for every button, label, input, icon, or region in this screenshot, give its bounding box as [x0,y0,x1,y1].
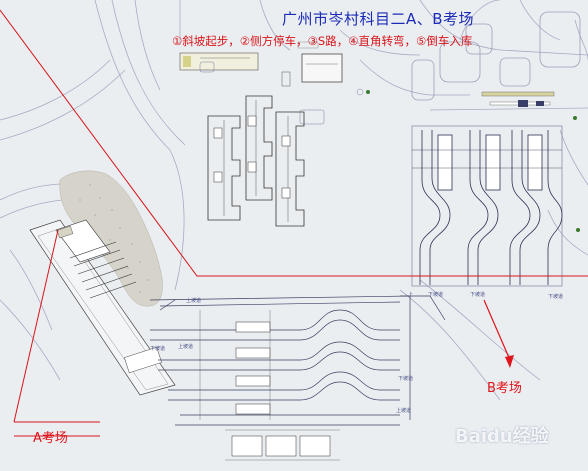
gravel-texture [79,184,149,293]
watermark: Baidu经验 [455,426,549,447]
a-exam-strip [29,219,176,396]
svg-text:下坡道: 下坡道 [150,345,165,352]
svg-text:上坡道: 上坡道 [186,297,201,304]
svg-text:下坡道: 下坡道 [398,375,413,382]
svg-text:上: 上 [408,291,413,298]
svg-text:下坡道: 下坡道 [470,291,485,298]
map-title: 广州市岑村科目二A、B考场 [282,10,475,28]
red-boundary-lines [0,9,588,437]
top-buildings [179,41,343,87]
side-parking-area [207,95,305,227]
b-exam-tracks [411,125,563,287]
svg-text:下坡道: 下坡道 [548,293,563,300]
exam-area-a-label: A考场 [33,431,68,446]
a-exam-bays [231,321,331,457]
svg-text:下坡道: 下坡道 [428,291,443,298]
tree-icons [366,90,580,232]
b-entrance-bar [481,91,555,107]
a-exam-lanes [149,295,446,426]
surrounding-roads [0,0,588,401]
svg-text:上坡道: 上坡道 [396,407,411,414]
parking-lots [411,11,581,101]
parking-bays [213,115,291,199]
small-parking-lots [199,61,364,125]
exam-area-b-label: B考场 [487,381,522,396]
exam-items-legend: ①斜坡起步，②侧方停车，③S路，④直角转弯，⑤倒车入库 [172,34,473,48]
a-exam-dividers [199,310,340,461]
svg-text:上坡道: 上坡道 [178,343,193,350]
b-arrow [483,299,514,368]
plan-annotations: 上坡道 下坡道 上坡道 下坡道 上坡道 下坡道 下坡道 下坡道 上 [150,291,563,414]
